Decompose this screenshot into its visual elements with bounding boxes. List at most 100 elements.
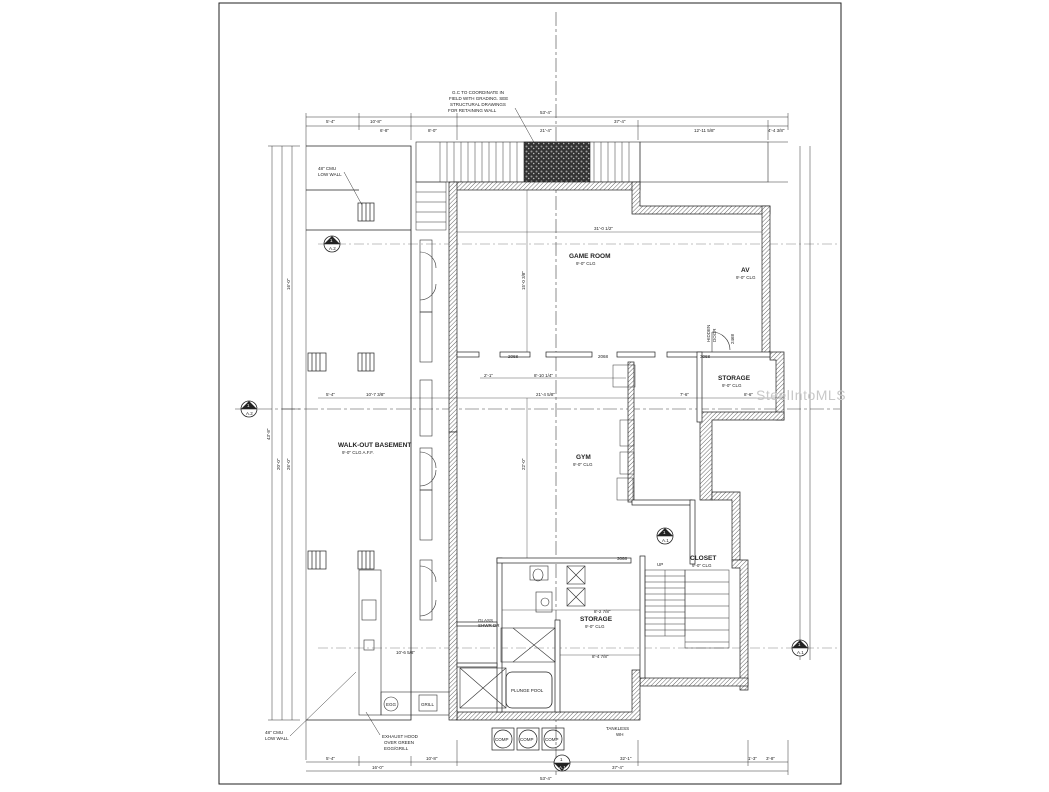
svg-text:A.2: A.2 <box>329 246 336 251</box>
svg-text:STRUCTURAL DRAWINGS: STRUCTURAL DRAWINGS <box>450 102 506 107</box>
hidden-door-label: HIDDEN DOOR <box>706 325 717 342</box>
svg-text:9'-0" CLG: 9'-0" CLG <box>585 624 605 629</box>
dim-mid-b: 2'-1" <box>484 373 493 378</box>
door-tag-d: 3068 <box>617 556 628 561</box>
comp-label-3: COMP <box>545 737 559 742</box>
room-game: GAME ROOM 9'-0" CLG <box>569 253 611 266</box>
egg-label: EGG <box>386 702 397 707</box>
svg-text:AV: AV <box>741 267 750 274</box>
svg-text:GYM: GYM <box>576 454 591 461</box>
left-dimensions <box>268 145 300 721</box>
svg-text:9'-0" CLG: 9'-0" CLG <box>573 462 593 467</box>
cmu-posts <box>307 202 375 570</box>
dim-bottom-a: 5'-4" <box>326 756 335 761</box>
grading-note: G.C TO COORDINATE IN FIELD WITH GRADING.… <box>448 90 537 147</box>
svg-text:1: 1 <box>560 757 563 762</box>
svg-text:OVER GREEN: OVER GREEN <box>384 740 414 745</box>
cmu-note-bottom: 48" CMU LOW WALL <box>265 671 357 741</box>
door-tag-a: 2068 <box>508 354 519 359</box>
compressor-units <box>491 727 565 751</box>
svg-text:HIDDEN: HIDDEN <box>706 325 711 342</box>
right-dimensions <box>799 146 811 660</box>
gym-cabinets <box>612 364 636 501</box>
outdoor-kitchen <box>358 569 458 716</box>
sheet-border <box>218 2 842 785</box>
svg-text:A.2: A.2 <box>246 411 253 416</box>
dim-top-right: 37'-4" <box>614 119 626 124</box>
svg-text:STORAGE: STORAGE <box>580 616 613 623</box>
room-storage-lower: STORAGE 9'-0" CLG <box>580 616 613 629</box>
plunge-pool-label: PLUNGE POOL <box>511 688 544 693</box>
section-marker-gym: 1 A.1 <box>656 527 674 545</box>
dim-top-mid: 10'-8" <box>370 119 382 124</box>
dim-storage-width: 8'-4 7/8" <box>592 654 609 659</box>
section-marker-right: 1 A.1 <box>791 639 809 657</box>
dim-top-row2-e: 4'-4 3/8" <box>768 128 785 133</box>
svg-text:TANKLESS: TANKLESS <box>606 726 629 731</box>
dim-top-row2-b: 8'-0" <box>428 128 437 133</box>
dim-top-row2-a: 6'-8" <box>380 128 389 133</box>
dim-bottom-overall: 53'-4" <box>540 776 552 781</box>
svg-text:1: 1 <box>247 403 250 408</box>
svg-text:48" CMU: 48" CMU <box>265 730 283 735</box>
dim-game-width: 31'-0 1/2" <box>594 226 613 231</box>
svg-text:LOW WALL: LOW WALL <box>318 172 342 177</box>
side-steps <box>415 181 447 231</box>
svg-text:A.1: A.1 <box>559 765 566 770</box>
svg-text:EXHAUST HOOD: EXHAUST HOOD <box>382 734 419 739</box>
interior-walls <box>456 351 771 713</box>
dim-top-overall: 53'-4" <box>540 110 552 115</box>
section-marker-left-mid: 1 A.2 <box>240 400 258 418</box>
dim-walkout-b: 5'-4" <box>326 392 335 397</box>
dim-top-row2-c: 21'-4" <box>540 128 552 133</box>
svg-text:9'-0" CLG: 9'-0" CLG <box>576 261 596 266</box>
dim-gym-width: 21'-4 5/8" <box>536 392 555 397</box>
section-marker-bottom: 1 A.1 <box>553 754 571 772</box>
top-dimensions <box>305 113 789 760</box>
svg-text:EGG/GRILL: EGG/GRILL <box>384 746 409 751</box>
dim-mid-d: 8'-6" <box>744 392 753 397</box>
svg-text:G.C TO COORDINATE IN: G.C TO COORDINATE IN <box>452 90 504 95</box>
dim-left-a: 20'-0" <box>276 458 281 470</box>
comp-label-1: COMP <box>495 737 509 742</box>
svg-text:9'-0" CLG A.F.F.: 9'-0" CLG A.F.F. <box>342 450 374 455</box>
terrace-top <box>415 141 788 183</box>
dim-bottom-b: 16'-0" <box>372 765 384 770</box>
room-storage-right: STORAGE 9'-0" CLG <box>718 375 751 388</box>
dim-bottom-c: 10'-8" <box>426 756 438 761</box>
svg-text:GAME ROOM: GAME ROOM <box>569 253 611 260</box>
hidden-door <box>711 331 731 352</box>
svg-text:SHWR DR: SHWR DR <box>478 623 500 628</box>
interior-stair <box>644 569 730 649</box>
plunge-pool <box>505 671 553 709</box>
grill-label: GRILL <box>421 702 435 707</box>
dim-top-row2-d: 12'-11 5/8" <box>694 128 716 133</box>
svg-text:WALK-OUT BASEMENT: WALK-OUT BASEMENT <box>338 442 411 449</box>
door-tag-b: 2068 <box>598 354 609 359</box>
svg-text:A.1: A.1 <box>797 650 804 655</box>
bathroom-fixtures <box>459 565 586 709</box>
svg-text:LOW WALL: LOW WALL <box>265 736 289 741</box>
dim-walkout-c: 10'-6 5/8" <box>396 650 415 655</box>
dim-mid-a: 8'-10 1/4" <box>534 373 553 378</box>
dim-bottom-d: 32'-1" <box>620 756 632 761</box>
interior-dimension-lines <box>318 190 784 656</box>
dim-left-c: 16'-0" <box>286 278 291 290</box>
glass-shower-door-label: GLASS SHWR DR <box>478 618 500 628</box>
svg-text:FOR RETAINING WALL: FOR RETAINING WALL <box>448 108 497 113</box>
comp-label-2: COMP <box>520 737 534 742</box>
walkout-slab <box>306 145 412 721</box>
dim-game-depth: 15'-0 3/8" <box>521 271 526 290</box>
svg-text:9'-0" CLG: 9'-0" CLG <box>692 563 712 568</box>
dim-gym-depth: 22'-0" <box>521 458 526 470</box>
gravel-retaining-area <box>523 141 591 183</box>
dim-left-overall: 43'-8" <box>266 428 271 440</box>
room-walkout-basement: WALK-OUT BASEMENT 9'-0" CLG A.F.F. <box>338 442 411 455</box>
dim-bottom-g: 3'-8" <box>766 756 775 761</box>
svg-text:A.1: A.1 <box>662 538 669 543</box>
svg-text:CLOSET: CLOSET <box>690 555 716 562</box>
stair-up-label: UP <box>657 562 663 567</box>
section-marker-left-top: 1 A.2 <box>323 235 341 253</box>
